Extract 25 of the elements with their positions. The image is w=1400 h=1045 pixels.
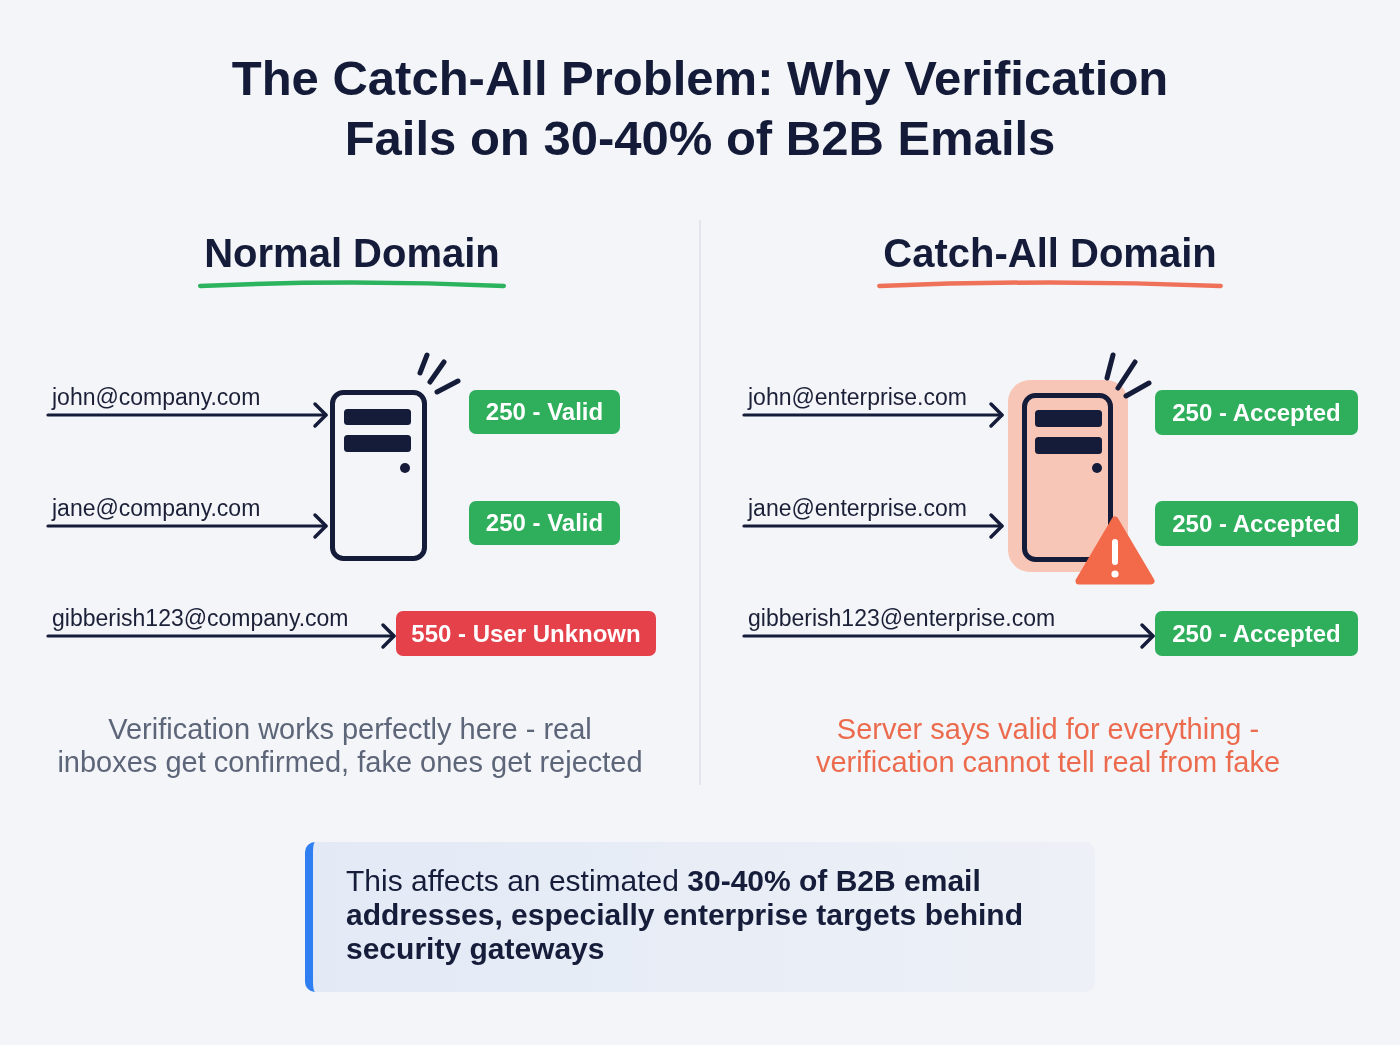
title: The Catch-All Problem: Why Verification Fails on 30-40% of B2B Emails (230, 50, 1170, 167)
email-address: gibberish123@enterprise.com (748, 606, 1056, 631)
arrow (46, 513, 328, 539)
section-description: Server says valid for everything - verification cannot tell real from fake (814, 713, 1282, 779)
arrow (742, 402, 1004, 428)
status-badge: 250 - Accepted (1155, 390, 1358, 435)
note-callout (305, 842, 1095, 992)
section-heading: Catch-All Domain (883, 230, 1217, 276)
email-address: john@company.com (52, 385, 261, 410)
status-badge: 250 - Accepted (1155, 501, 1358, 546)
email-address: jane@enterprise.com (748, 496, 967, 521)
email-address: john@enterprise.com (748, 385, 967, 410)
section-description: Verification works perfectly here - real inboxes get confirmed, fake ones get rejected (56, 713, 644, 779)
status-badge: 250 - Valid (469, 501, 620, 545)
status-badge: 250 - Accepted (1155, 611, 1358, 656)
arrow (742, 513, 1004, 539)
status-badge: 250 - Valid (469, 390, 620, 434)
arrow (46, 623, 396, 649)
arrow (46, 402, 328, 428)
arrow (742, 623, 1155, 649)
note-text: This affects an estimated 30-40% of B2B email addresses, especially enterprise targets behind security gateways (346, 864, 1024, 966)
section-heading: Normal Domain (204, 230, 500, 276)
status-badge: 550 - User Unknown (396, 611, 656, 656)
email-address: gibberish123@company.com (52, 606, 349, 631)
email-address: jane@company.com (52, 496, 261, 521)
